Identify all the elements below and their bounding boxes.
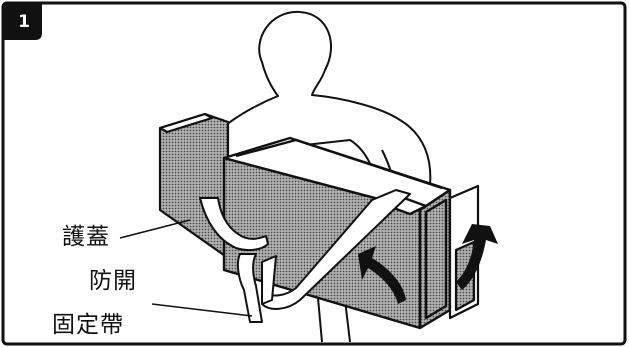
label-protective-cover: 護蓋 <box>62 224 110 250</box>
fixing-strap <box>236 189 411 323</box>
left-arm <box>199 197 269 252</box>
protective-cover <box>448 184 480 320</box>
step-badge <box>3 3 42 40</box>
leader-line-strap <box>151 303 253 317</box>
label-strap-line-2: 固定帶 <box>52 312 124 338</box>
step-number: 1 <box>18 12 30 32</box>
leader-lines <box>119 219 253 317</box>
label-strap-line-1: 防開 <box>89 268 137 294</box>
leader-line-cover <box>119 219 191 239</box>
curved-double-arrow-icon <box>358 224 498 304</box>
